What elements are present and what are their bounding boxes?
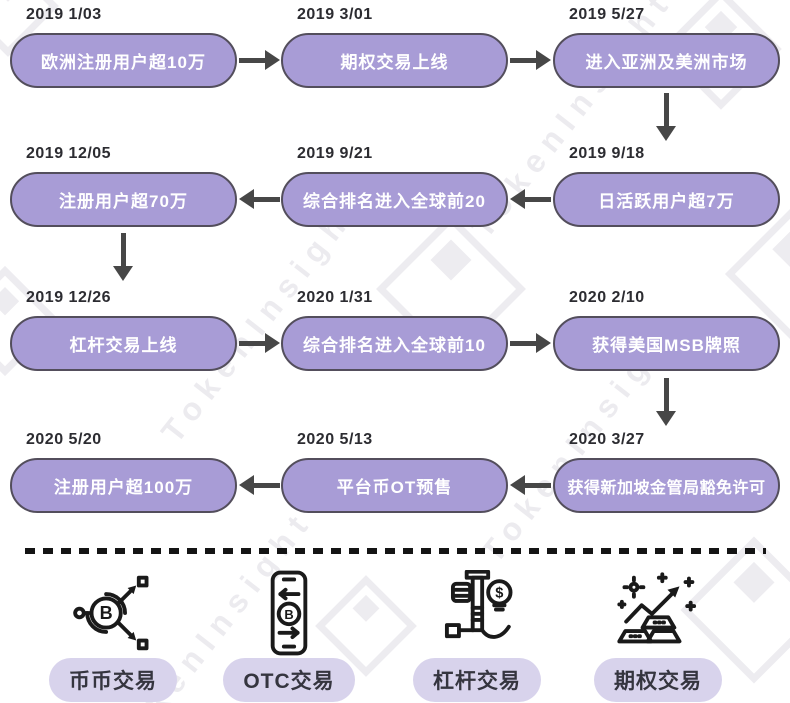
arrow-right-icon	[239, 333, 280, 353]
svg-text:B: B	[100, 603, 113, 623]
milestone-date: 2020 3/27	[569, 431, 645, 448]
milestone-pill: 平台币OT预售	[281, 458, 508, 513]
legend-item-margin-trading: $ 杠杆交易	[392, 569, 562, 702]
milestone-date: 2020 1/31	[297, 289, 373, 306]
milestone-date: 2020 2/10	[569, 289, 645, 306]
legend-label: OTC交易	[223, 658, 355, 702]
arrow-right-icon	[510, 333, 551, 353]
milestone-node: 2019 1/03 欧洲注册用户超10万	[10, 5, 237, 88]
legend-item-otc-trading: B OTC交易	[204, 570, 374, 702]
milestone-date: 2020 5/20	[26, 431, 102, 448]
otc-phone-icon: B	[246, 570, 332, 656]
milestone-node: 2019 9/18 日活跃用户超7万	[553, 144, 780, 227]
arrow-down-icon	[113, 233, 133, 281]
arrow-down-icon	[656, 93, 676, 141]
milestone-date: 2019 9/18	[569, 145, 645, 162]
milestone-node: 2020 5/20 注册用户超100万	[10, 430, 237, 513]
milestone-pill: 注册用户超70万	[10, 172, 237, 227]
milestone-date: 2019 3/01	[297, 6, 373, 23]
svg-text:B: B	[284, 607, 293, 622]
legend-label: 期权交易	[594, 658, 722, 702]
arrow-right-icon	[510, 50, 551, 70]
milestone-node: 2019 12/26 杠杆交易上线	[10, 288, 237, 371]
milestone-node: 2019 12/05 注册用户超70万	[10, 144, 237, 227]
arrow-left-icon	[510, 189, 551, 209]
milestone-pill: 综合排名进入全球前10	[281, 316, 508, 371]
milestone-pill: 注册用户超100万	[10, 458, 237, 513]
leverage-jack-icon: $	[434, 569, 520, 656]
arrow-left-icon	[239, 189, 280, 209]
legend-label: 杠杆交易	[413, 658, 541, 702]
milestone-node: 2020 2/10 获得美国MSB牌照	[553, 288, 780, 371]
milestone-pill: 欧洲注册用户超10万	[10, 33, 237, 88]
milestone-date: 2019 12/26	[26, 289, 112, 306]
milestone-pill: 日活跃用户超7万	[553, 172, 780, 227]
milestone-pill: 杠杆交易上线	[10, 316, 237, 371]
arrow-down-icon	[656, 378, 676, 426]
milestone-date: 2019 9/21	[297, 145, 373, 162]
arrow-right-icon	[239, 50, 280, 70]
gold-bars-chart-icon	[615, 570, 701, 656]
milestone-date: 2019 5/27	[569, 6, 645, 23]
milestone-pill: 获得美国MSB牌照	[553, 316, 780, 371]
milestone-node: 2020 3/27 获得新加坡金管局豁免许可	[553, 430, 780, 513]
milestone-pill: 期权交易上线	[281, 33, 508, 88]
bitcoin-network-icon: B	[70, 570, 156, 656]
svg-text:$: $	[495, 586, 503, 602]
arrow-left-icon	[510, 475, 551, 495]
milestone-pill: 获得新加坡金管局豁免许可	[553, 458, 780, 513]
milestone-date: 2020 5/13	[297, 431, 373, 448]
milestone-node: 2019 3/01 期权交易上线	[281, 5, 508, 88]
milestone-node: 2019 5/27 进入亚洲及美洲市场	[553, 5, 780, 88]
dashed-divider	[25, 548, 766, 554]
milestone-node: 2020 5/13 平台币OT预售	[281, 430, 508, 513]
legend-label: 币币交易	[49, 658, 177, 702]
milestone-node: 2019 9/21 综合排名进入全球前20	[281, 144, 508, 227]
arrow-left-icon	[239, 475, 280, 495]
legend-item-options-trading: 期权交易	[573, 570, 743, 702]
milestone-date: 2019 12/05	[26, 145, 112, 162]
milestone-pill: 进入亚洲及美洲市场	[553, 33, 780, 88]
milestone-pill: 综合排名进入全球前20	[281, 172, 508, 227]
legend-item-spot-trading: B 币币交易	[28, 570, 198, 702]
milestone-date: 2019 1/03	[26, 6, 102, 23]
milestone-node: 2020 1/31 综合排名进入全球前10	[281, 288, 508, 371]
